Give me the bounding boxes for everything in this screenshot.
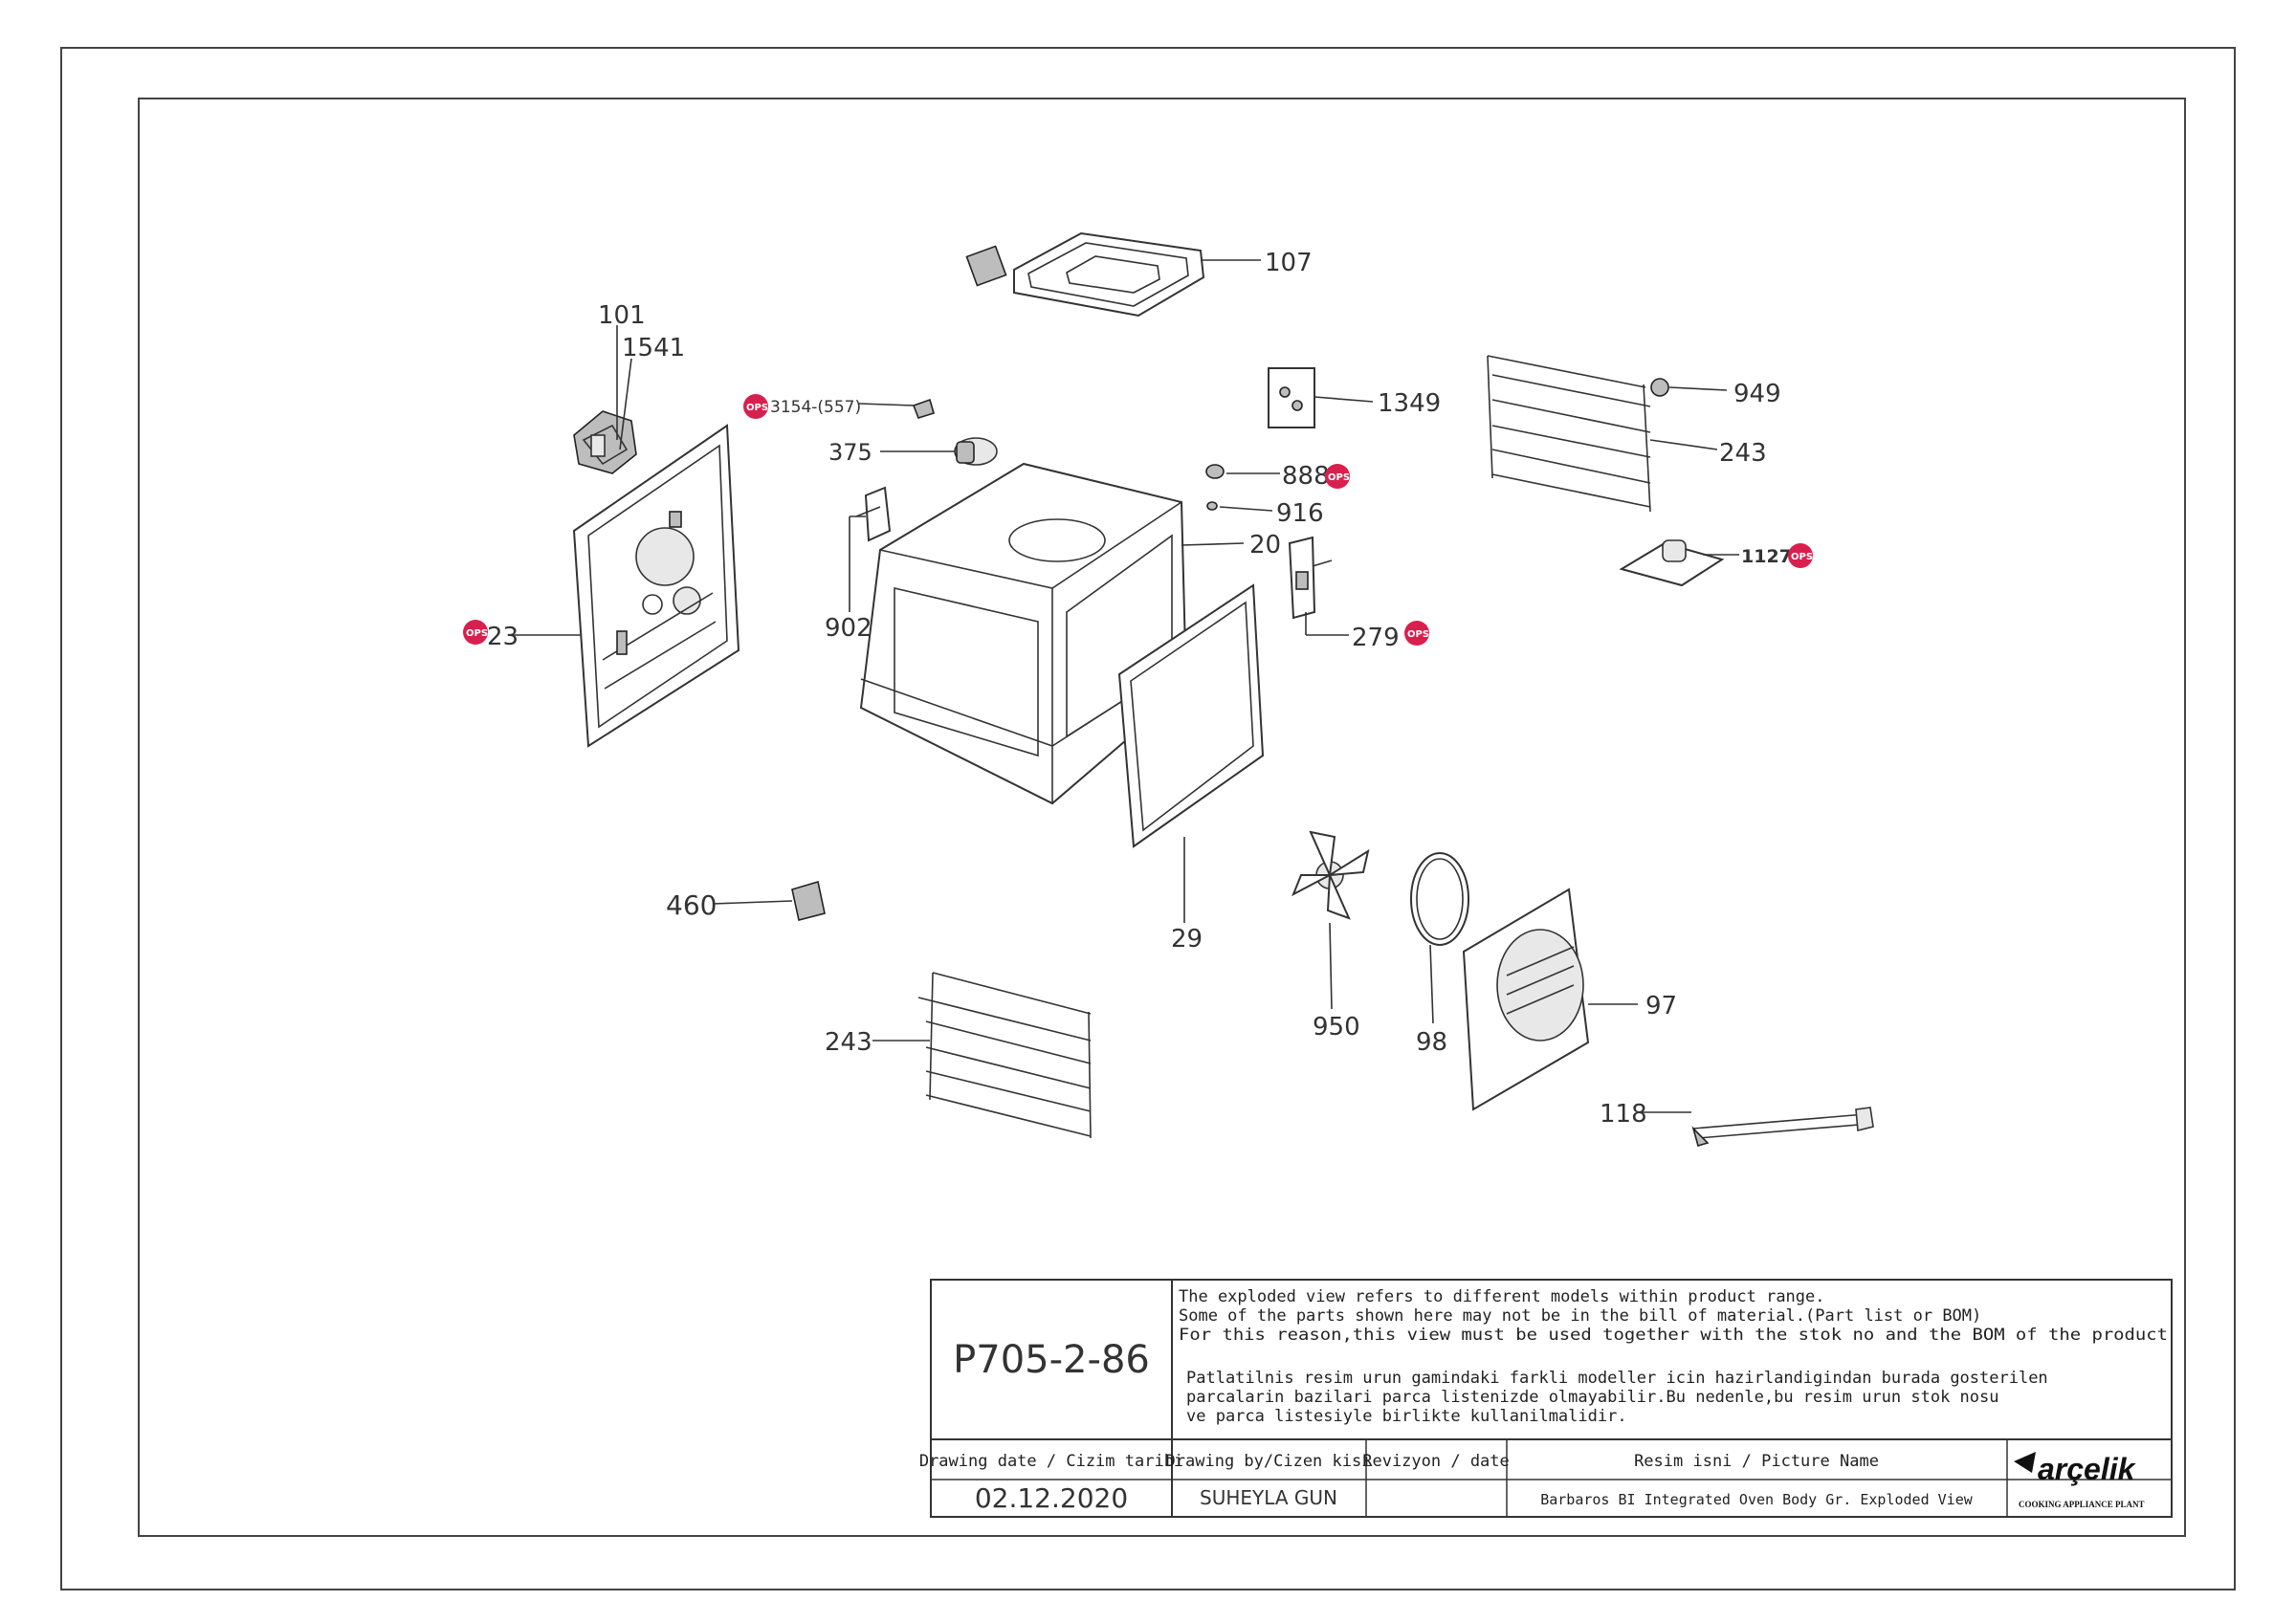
fan-cover-97	[1462, 888, 1590, 1111]
drawn-by: SUHEYLA GUN	[1200, 1486, 1337, 1509]
svg-text:OPS: OPS	[466, 628, 488, 639]
revision-label: Revizyon / date	[1362, 1452, 1510, 1471]
screw-set-1349	[1268, 367, 1315, 428]
door-gasket-29	[1117, 583, 1265, 848]
label-375: 375	[828, 439, 872, 466]
label-118: 118	[1600, 1100, 1647, 1129]
ops-badge-23: OPS	[463, 620, 488, 645]
label-1127: 1127	[1741, 546, 1792, 567]
cover-plate-1127	[1619, 539, 1725, 587]
label-1541: 1541	[622, 334, 685, 362]
label-888: 888	[1282, 462, 1330, 491]
svg-text:OPS: OPS	[746, 403, 768, 413]
drawing-date-label: Drawing date / Cizim tarihi	[919, 1452, 1183, 1471]
svg-text:OPS: OPS	[1328, 472, 1350, 483]
note-en-line-3: For this reason,this view must be used t…	[1179, 1326, 2168, 1345]
bracket-902	[855, 486, 892, 542]
screw-888	[1205, 464, 1225, 479]
label-97: 97	[1645, 992, 1677, 1020]
svg-text:OPS: OPS	[1407, 629, 1429, 640]
outer-frame	[60, 47, 2236, 1590]
ring-heater-118	[1691, 1107, 1874, 1148]
note-en-line-2: Some of the parts shown here may not be …	[1179, 1306, 1981, 1326]
ops-badge-888: OPS	[1325, 464, 1350, 489]
shelf-guide-243-top	[1487, 355, 1651, 513]
thermostat-101	[573, 410, 637, 474]
ops-badge-1127: OPS	[1788, 543, 1813, 568]
note-tr-line-1: Patlatilnis resim urun gamindaki farkli …	[1186, 1369, 2048, 1388]
clip-3154	[912, 398, 935, 419]
label-279: 279	[1352, 624, 1400, 652]
oven-cavity-20	[859, 462, 1188, 805]
label-23: 23	[487, 623, 519, 651]
brand-name: arçelik	[2038, 1452, 2137, 1486]
label-902: 902	[825, 614, 872, 643]
label-107: 107	[1265, 249, 1313, 277]
label-98: 98	[1416, 1028, 1447, 1057]
grill-heater-107	[965, 231, 1205, 318]
label-950: 950	[1313, 1013, 1360, 1042]
label-3154: 3154-(557)	[770, 398, 861, 417]
probe-279	[1288, 536, 1333, 620]
title-block	[930, 1279, 2173, 1518]
label-949: 949	[1733, 380, 1781, 408]
note-tr-line-2: parcalarin bazilari parca listenizde olm…	[1186, 1388, 1999, 1407]
brand-logo: arçelik COOKING APPLIANCE PLANT	[2014, 1452, 2145, 1509]
logo-mark-icon	[2014, 1452, 2036, 1473]
fan-blade-950	[1292, 830, 1370, 920]
label-243-bottom: 243	[825, 1028, 872, 1057]
drawn-by-label: Drawing by/Cizen kisi	[1166, 1452, 1372, 1471]
ops-badge-3154: OPS	[743, 394, 768, 419]
lamp-375	[954, 437, 998, 466]
fan-ring-98	[1410, 852, 1469, 946]
label-20: 20	[1249, 531, 1281, 559]
label-460: 460	[666, 889, 717, 921]
label-243-top: 243	[1719, 439, 1767, 468]
picture-name: Barbaros BI Integrated Oven Body Gr. Exp…	[1540, 1491, 1974, 1508]
label-916: 916	[1276, 499, 1324, 528]
picture-name-label: Resim isni / Picture Name	[1634, 1452, 1879, 1471]
inner-frame	[138, 98, 2186, 1537]
label-101: 101	[598, 301, 646, 330]
bracket-460	[791, 880, 826, 921]
label-29: 29	[1171, 925, 1203, 954]
back-panel-23	[572, 424, 740, 748]
drawing-date: 02.12.2020	[975, 1482, 1128, 1514]
brand-subtitle: COOKING APPLIANCE PLANT	[2019, 1500, 2145, 1509]
label-1349: 1349	[1378, 389, 1441, 418]
drawing-code: P705-2-86	[953, 1338, 1150, 1382]
svg-text:OPS: OPS	[1791, 552, 1813, 562]
screw-916	[1206, 501, 1218, 511]
note-en-line-1: The exploded view refers to different mo…	[1179, 1287, 1825, 1306]
knob-949	[1650, 378, 1669, 397]
note-tr-line-3: ve parca listesiyle birlikte kullanilmal…	[1186, 1407, 1627, 1426]
leader-lines	[509, 259, 1739, 1113]
ops-badge-279: OPS	[1404, 621, 1429, 646]
shelf-guide-243-bottom	[917, 972, 1092, 1139]
